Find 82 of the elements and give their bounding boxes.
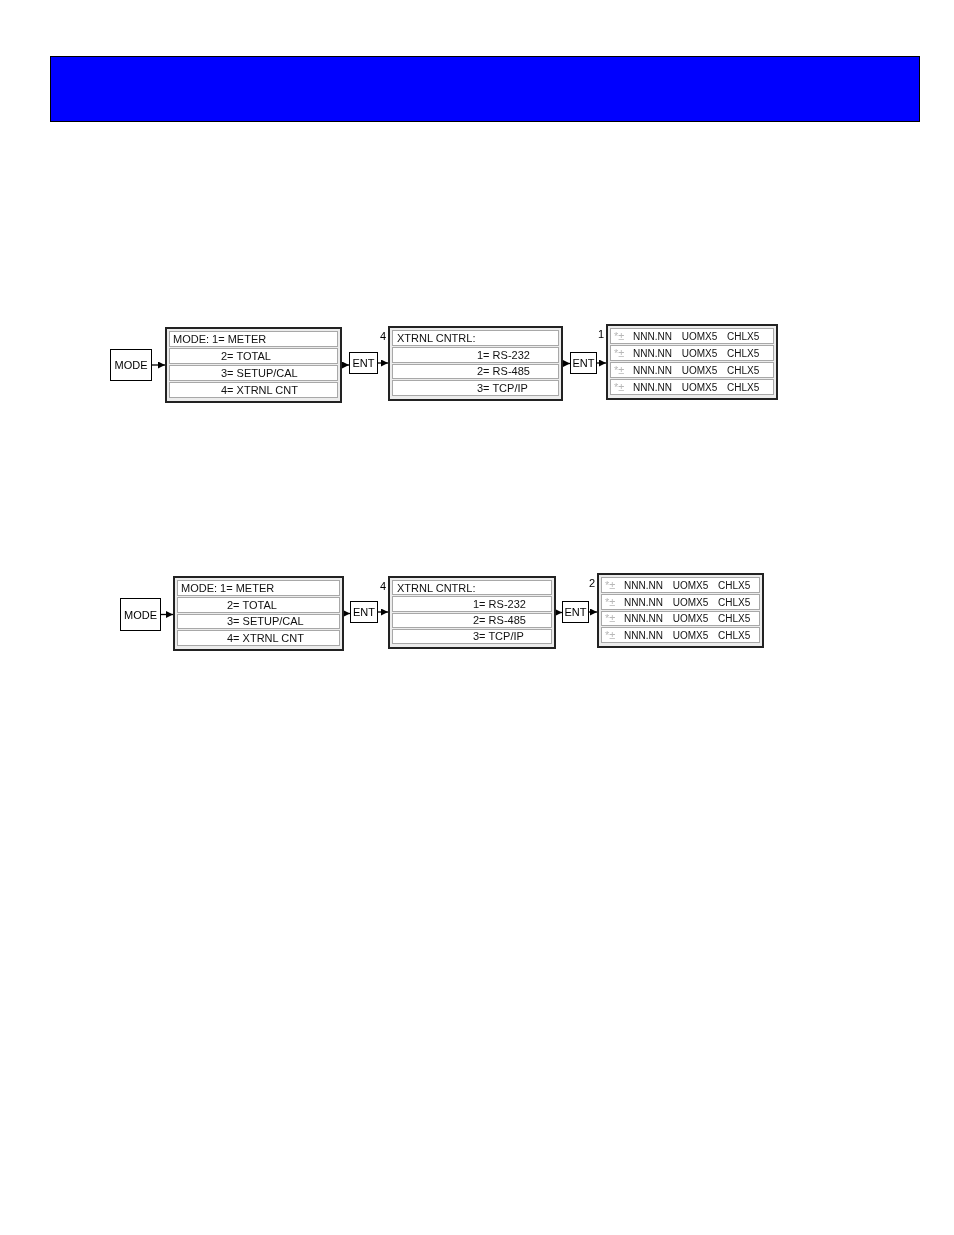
display-readout: NNN.NN UOMX5 CHLX5 [633,363,760,377]
menu-option: 2= TOTAL [227,598,277,612]
display-readout: NNN.NN UOMX5 CHLX5 [624,628,751,642]
status-symbol: *± [614,346,625,360]
menu-option: 2= RS-485 [473,613,526,627]
status-symbol: *± [614,380,625,394]
display-panel [606,324,778,400]
menu-panel [165,327,342,403]
key-box: ENT [349,352,378,374]
menu-row [169,331,338,347]
arrow [588,608,598,616]
display-readout: NNN.NN UOMX5 CHLX5 [624,578,751,592]
menu-row [169,348,338,364]
display-row [610,345,774,361]
menu-row [169,382,338,398]
menu-option: 1= RS-232 [473,597,526,611]
menu-title: XTRNL CNTRL: [397,331,476,345]
status-symbol: *± [614,363,625,377]
menu-row [392,612,552,628]
key-box: MODE [120,598,161,631]
menu-row [177,613,340,630]
menu-row [392,596,552,612]
arrow [151,361,166,369]
arrow [377,608,389,616]
menu-option: MODE: 1= METER [181,581,275,595]
step-number: 1 [597,328,604,340]
menu-row [392,346,559,363]
display-readout: NNN.NN UOMX5 CHLX5 [633,380,760,394]
status-symbol: *± [605,611,616,625]
key-box: ENT [570,352,597,374]
status-symbol: *± [605,595,616,609]
display-row [601,610,760,627]
display-readout: NNN.NN UOMX5 CHLX5 [633,329,760,343]
menu-option: 2= TOTAL [221,349,271,363]
display-row [601,627,760,643]
menu-panel [388,326,563,401]
menu-option: 3= TCP/IP [477,381,528,395]
arrow [555,609,563,616]
menu-option: 3= SETUP/CAL [227,614,304,628]
arrow [343,610,351,617]
menu-row [392,628,552,644]
display-row [601,593,760,610]
menu-panel [388,576,556,649]
status-symbol: *± [605,578,616,592]
key-box: MODE [110,349,152,381]
display-readout: NNN.NN UOMX5 CHLX5 [624,595,751,609]
menu-option: 1= RS-232 [477,348,530,362]
menu-title: XTRNL CNTRL: [397,581,476,595]
menu-row [392,580,552,596]
arrow [377,359,389,367]
menu-panel [173,576,344,651]
arrow [160,611,174,618]
display-row [610,328,774,344]
display-readout: NNN.NN UOMX5 CHLX5 [624,611,751,625]
menu-row [392,380,559,396]
status-symbol: *± [605,628,616,642]
menu-row [169,365,338,381]
key-box: ENT [350,601,378,623]
display-readout: NNN.NN UOMX5 CHLX5 [633,346,760,360]
menu-option: 2= RS-485 [477,364,530,378]
menu-option: 3= TCP/IP [473,629,524,643]
menu-option: 4= XTRNL CNT [227,631,304,645]
menu-row [392,363,559,380]
menu-row [177,596,340,613]
step-number: 4 [379,330,386,342]
menu-option: MODE: 1= METER [173,332,267,346]
menu-option: 4= XTRNL CNT [221,383,298,397]
arrow [341,361,350,369]
display-panel [597,573,764,648]
display-row [610,379,774,395]
menu-row [177,580,340,596]
menu-option: 3= SETUP/CAL [221,366,298,380]
display-row [601,577,760,593]
status-symbol: *± [614,329,625,343]
menu-row [392,330,559,346]
key-box: ENT [562,601,589,623]
menu-row [177,630,340,646]
step-number: 2 [588,577,595,589]
arrow [596,359,607,367]
display-row [610,362,774,378]
arrow [562,360,571,367]
step-number: 4 [379,580,386,592]
